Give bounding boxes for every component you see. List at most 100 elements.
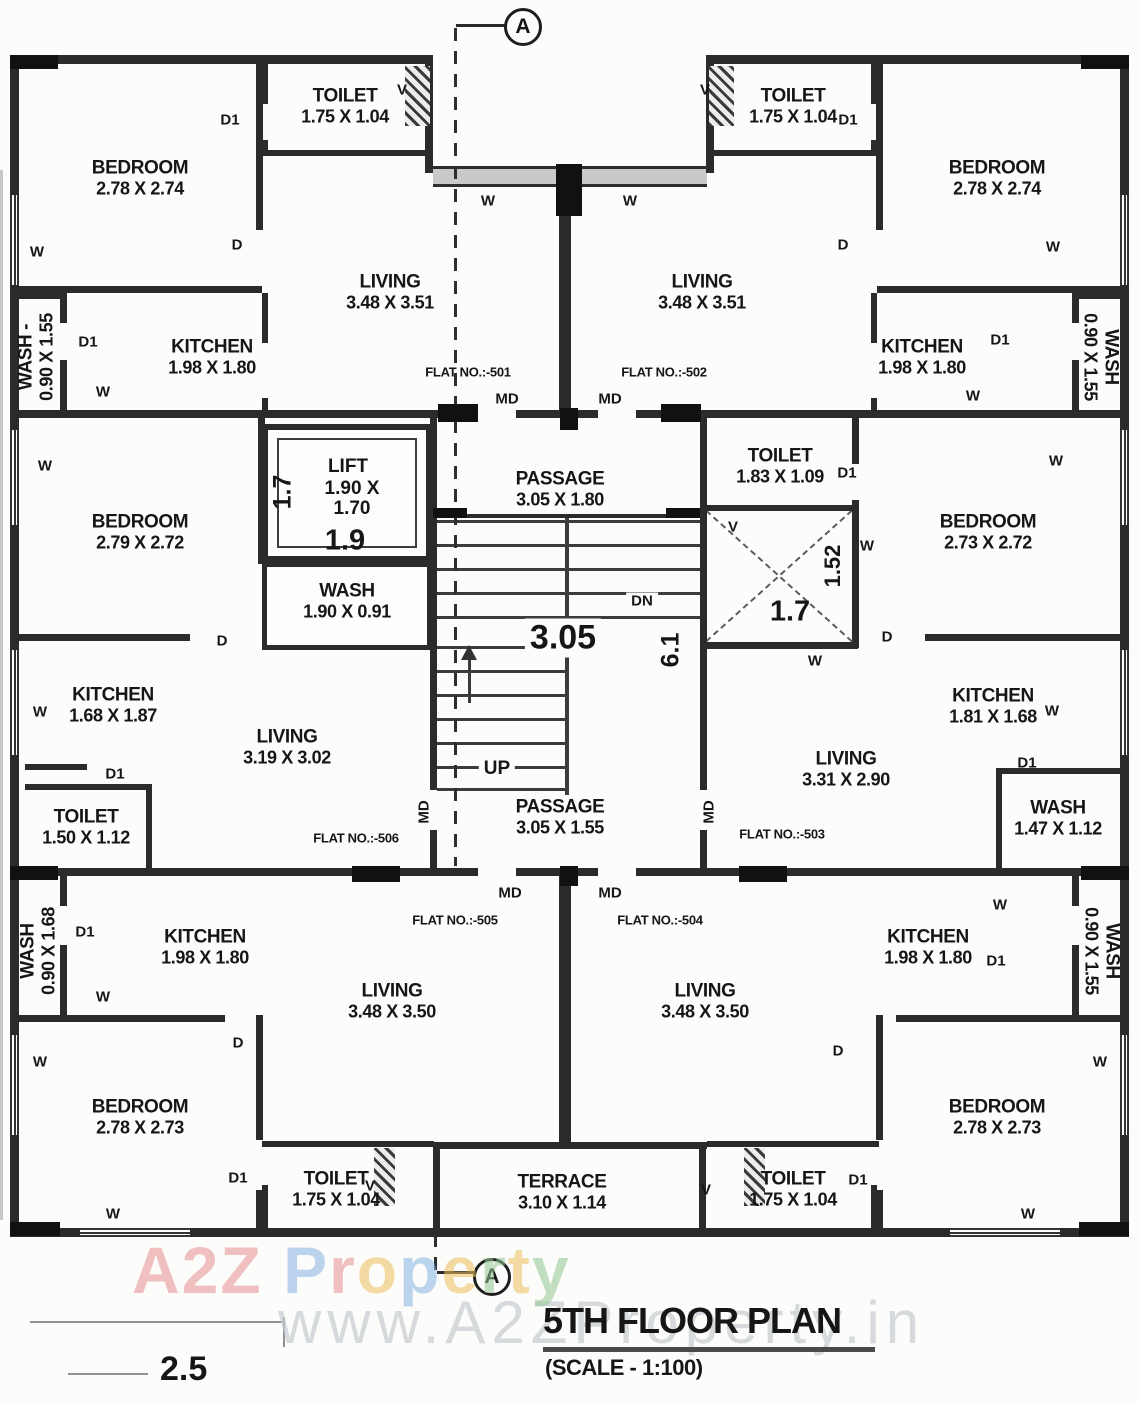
room-label-wash: WASH -0.90 X 1.55 bbox=[15, 313, 56, 401]
wall bbox=[10, 55, 19, 1237]
wall-column bbox=[1079, 1222, 1129, 1236]
window-opening bbox=[1120, 430, 1129, 525]
room-dims: 1.81 X 1.68 bbox=[949, 706, 1037, 727]
main-door-marker: MD bbox=[415, 800, 433, 824]
wall bbox=[262, 293, 268, 343]
room-dims: 2.73 X 2.72 bbox=[944, 532, 1032, 553]
watermark-letter: A bbox=[132, 1233, 182, 1307]
wall bbox=[1074, 293, 1129, 299]
wall bbox=[876, 1015, 883, 1140]
room-dims: 1.98 X 1.80 bbox=[161, 947, 249, 968]
wall bbox=[433, 1142, 440, 1235]
lift-inner-line bbox=[277, 438, 417, 548]
vent-marker: V bbox=[699, 81, 711, 99]
wall bbox=[1072, 876, 1079, 906]
room-dims: 0.90 X 1.68 bbox=[38, 907, 59, 995]
room-name: WASH - bbox=[15, 323, 37, 391]
stair-step bbox=[437, 646, 567, 649]
room-name: BEDROOM bbox=[91, 157, 189, 179]
stair-step bbox=[437, 742, 567, 745]
window-marker: W bbox=[992, 896, 1008, 914]
window-marker: W bbox=[95, 988, 111, 1006]
vent-hatch bbox=[405, 66, 430, 126]
window-marker: W bbox=[37, 457, 53, 475]
wall bbox=[60, 876, 67, 906]
room-name: TOILET bbox=[760, 1168, 826, 1190]
stair-step bbox=[437, 718, 567, 721]
room-dims: 1.75 X 1.04 bbox=[301, 106, 389, 127]
section-marker-a-top: A bbox=[504, 8, 542, 46]
room-dims: 0.90 X 1.55 bbox=[1080, 313, 1101, 401]
wall bbox=[60, 360, 67, 418]
door1-marker: D1 bbox=[228, 1169, 248, 1187]
window-marker: W bbox=[29, 243, 45, 261]
watermark-letter: P bbox=[283, 1233, 330, 1307]
watermark-letter: p bbox=[399, 1233, 442, 1307]
wall bbox=[10, 410, 478, 418]
wall bbox=[10, 293, 65, 299]
window-glass-line bbox=[13, 650, 16, 755]
plan-title: 5TH FLOOR PLAN bbox=[543, 1300, 842, 1341]
room-name: TOILET bbox=[760, 85, 826, 107]
wall bbox=[60, 293, 67, 323]
vent-hatch bbox=[744, 1148, 765, 1206]
wall bbox=[871, 140, 877, 156]
wall bbox=[1120, 55, 1129, 1237]
wall-column bbox=[666, 508, 700, 518]
stair-step bbox=[437, 670, 567, 673]
room-name: TOILET bbox=[312, 85, 378, 107]
room-dims: 1.90 X 0.91 bbox=[303, 601, 391, 622]
section-line bbox=[454, 28, 457, 412]
room-name: TERRACE bbox=[517, 1171, 607, 1193]
core-label-dim2: 1.70 bbox=[333, 498, 371, 519]
main-door-marker: MD bbox=[495, 390, 519, 408]
wash-mid-box bbox=[262, 562, 432, 650]
wall bbox=[430, 830, 437, 870]
wall bbox=[852, 500, 859, 648]
flat-number-label: FLAT NO.:-505 bbox=[412, 912, 498, 928]
room-name: KITCHEN bbox=[887, 926, 969, 948]
room-dims: 1.50 X 1.12 bbox=[42, 827, 130, 848]
watermark-letter: Z bbox=[220, 1233, 263, 1307]
wall bbox=[516, 410, 598, 418]
watermark-letter: r bbox=[329, 1233, 357, 1307]
vent-marker: V bbox=[700, 1181, 712, 1199]
room-dims: 3.05 X 1.80 bbox=[516, 489, 604, 510]
room-dims: 3.31 X 2.90 bbox=[802, 769, 890, 790]
door-marker: D bbox=[881, 628, 893, 646]
door1-marker: D1 bbox=[990, 331, 1010, 349]
wall-column bbox=[1081, 55, 1129, 69]
room-dims: 2.78 X 2.74 bbox=[953, 178, 1041, 199]
dimension-line bbox=[30, 1321, 283, 1323]
wall bbox=[262, 140, 268, 156]
section-connector bbox=[456, 24, 506, 27]
wall bbox=[876, 64, 883, 230]
wall bbox=[18, 634, 190, 641]
wall bbox=[10, 55, 433, 64]
room-dims: 1.98 X 1.80 bbox=[884, 947, 972, 968]
window-marker: W bbox=[1092, 1053, 1108, 1071]
wall bbox=[636, 410, 1129, 418]
watermark-letter bbox=[263, 1233, 283, 1307]
wall bbox=[262, 1185, 268, 1229]
stair-step bbox=[437, 694, 567, 697]
wall bbox=[559, 876, 571, 1148]
wall-column bbox=[556, 164, 582, 216]
title-underline bbox=[543, 1347, 875, 1352]
watermark-brand: A2Z Property bbox=[132, 1232, 571, 1308]
vent-marker: V bbox=[727, 518, 739, 536]
wall bbox=[437, 514, 700, 518]
vent-hatch bbox=[374, 1148, 395, 1206]
door1-marker: D1 bbox=[78, 333, 98, 351]
